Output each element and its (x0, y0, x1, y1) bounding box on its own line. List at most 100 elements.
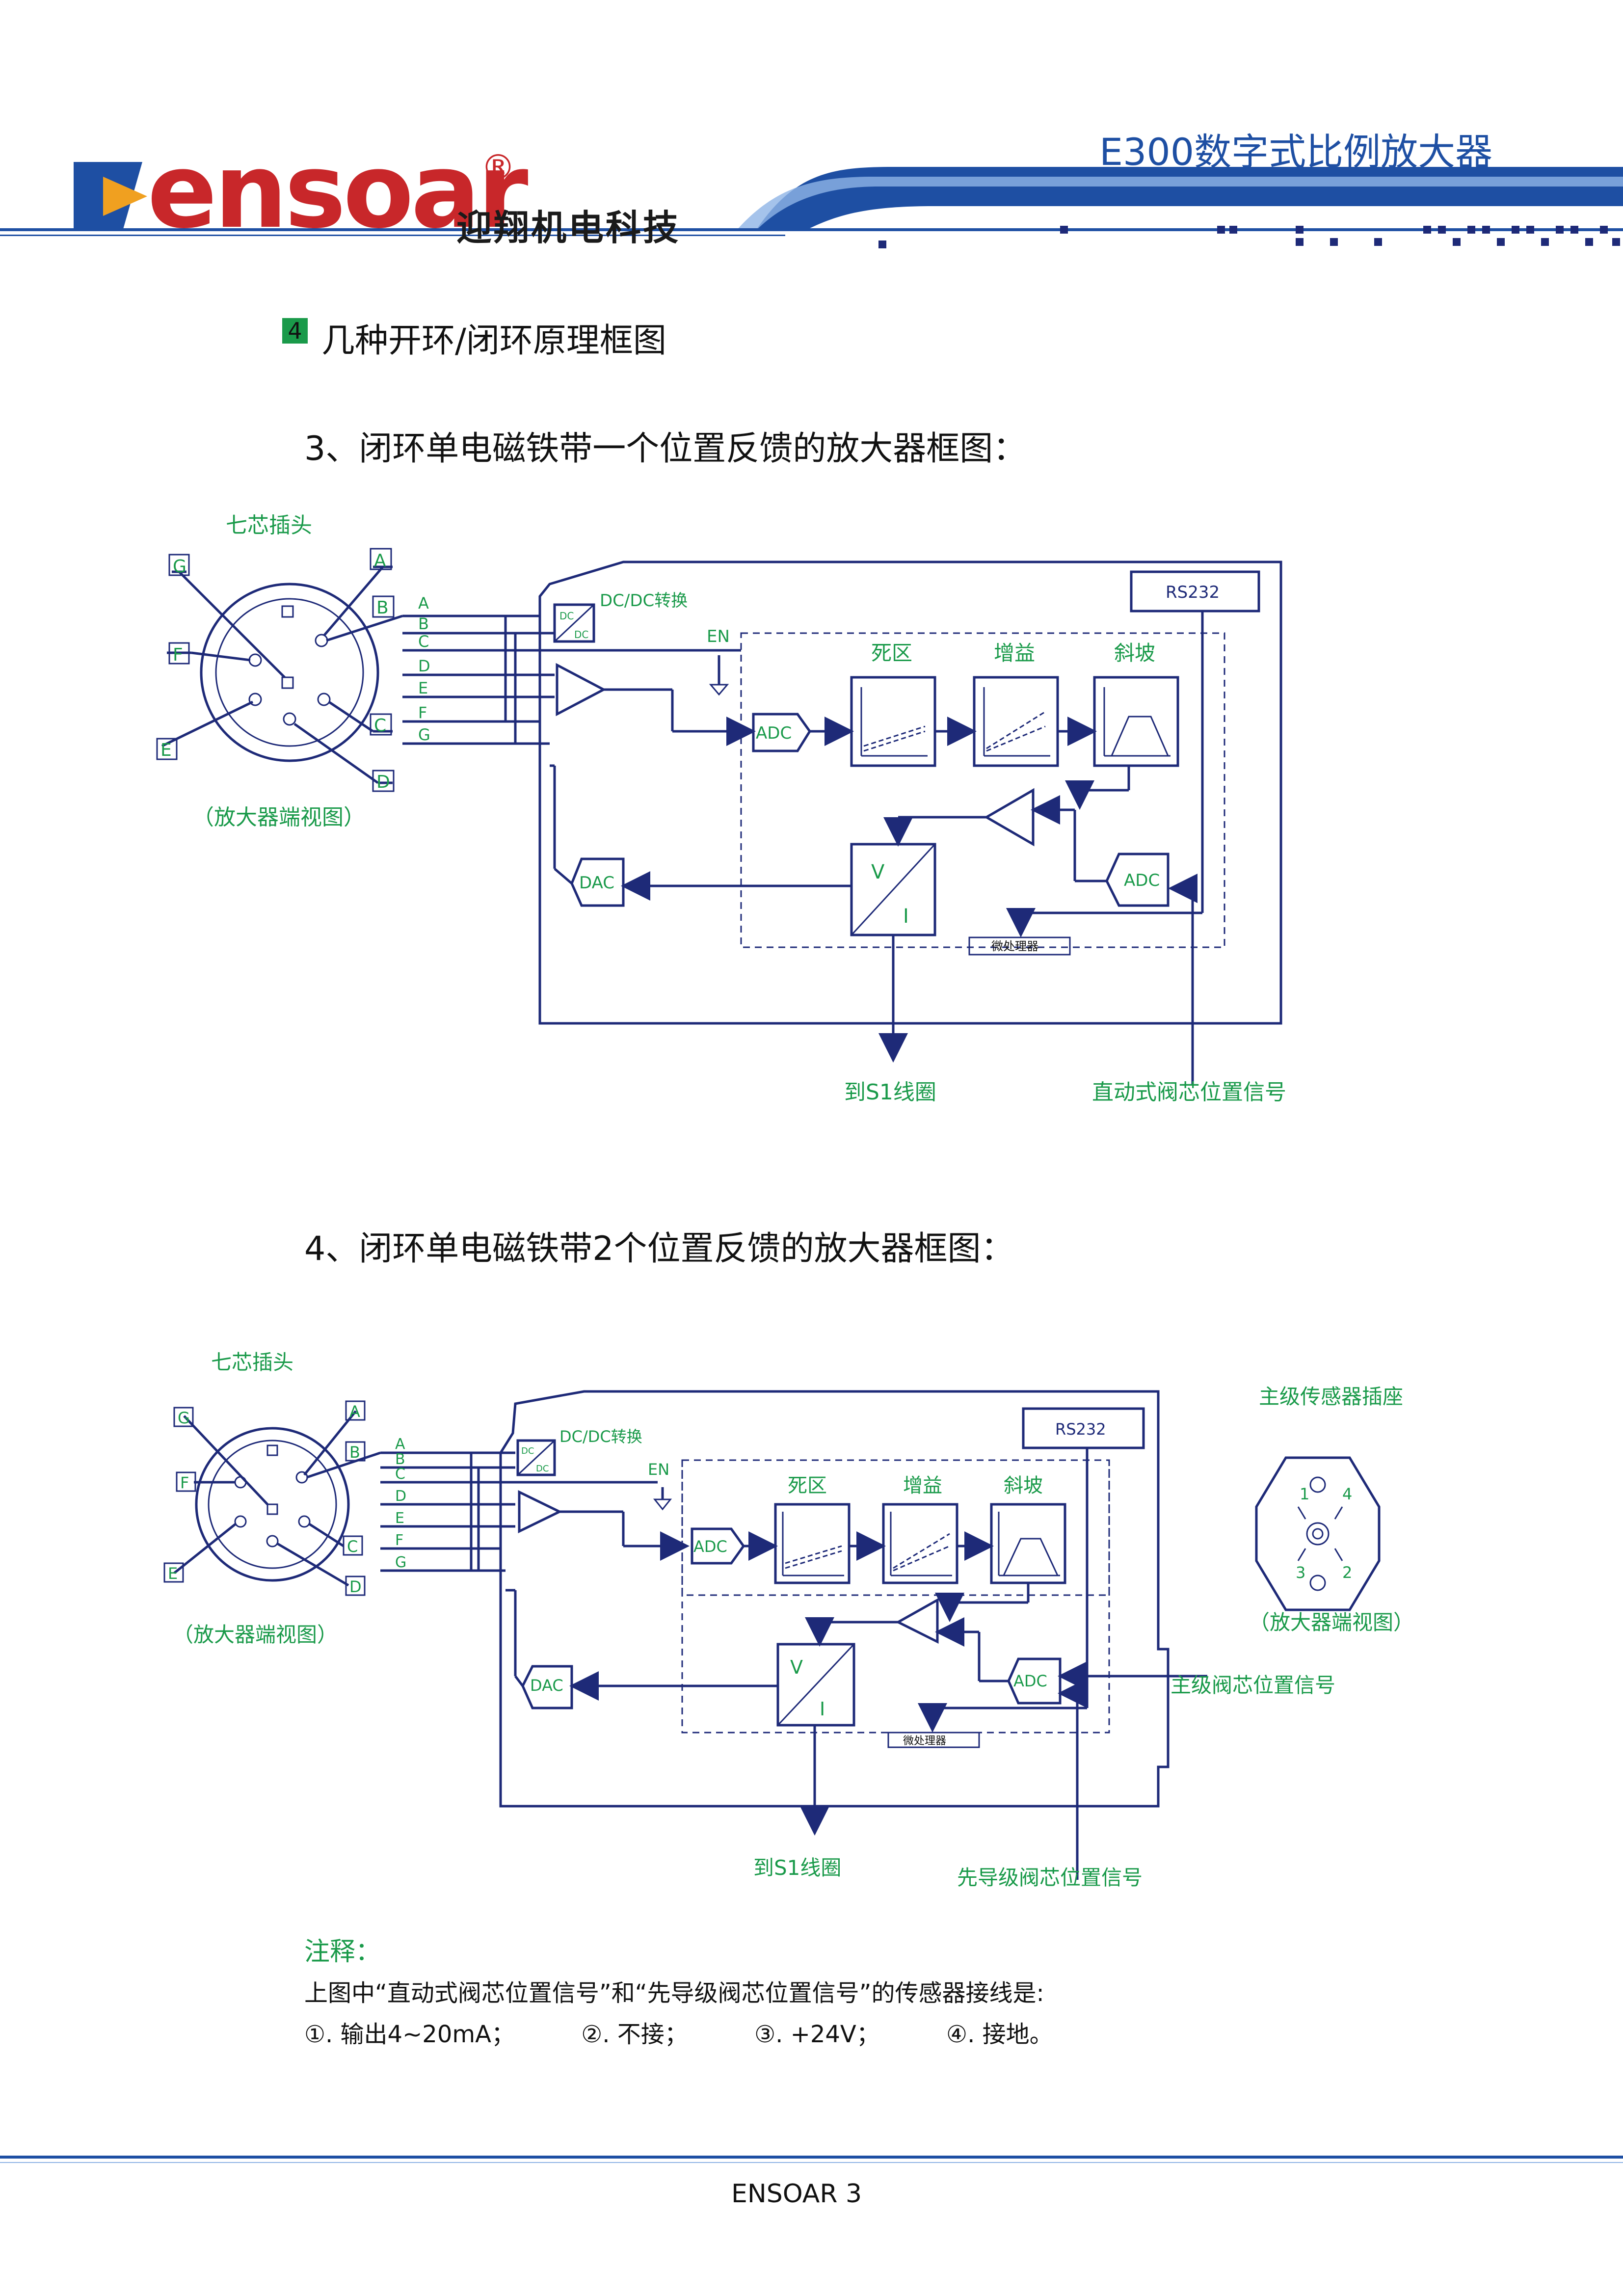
dac-block (570, 857, 625, 907)
dead-zone-block (774, 1503, 851, 1584)
diagram3: 七芯插头 （放大器端视图） G A B F C E D A B C D E F … (156, 513, 1286, 1105)
header-graphic (0, 162, 1623, 248)
pin-label-g: G (173, 557, 186, 577)
mcu-box (968, 936, 1071, 956)
plug-caption: （放大器端视图） (192, 805, 365, 830)
line-label-b: B (418, 614, 429, 633)
logo-company-name: 迎翔机电科技 (456, 207, 681, 248)
ramp-label: 斜坡 (1004, 1474, 1043, 1497)
document-title: E300数字式比例放大器 (1099, 130, 1493, 174)
notes-line: 上图中“直动式阀芯位置信号”和“先导级阀芯位置信号”的传感器接线是: (304, 1979, 1044, 2007)
dead-zone-label: 死区 (871, 641, 912, 665)
en-label: EN (648, 1460, 669, 1479)
notes-items: ①. 输出4~20mA； ②. 不接； ③. +24V； ④. 接地。 (304, 2014, 1053, 2055)
pin-label-a: A (374, 551, 386, 571)
microprocessor-boundary (740, 632, 1225, 948)
socket-pin-1: 1 (1300, 1485, 1309, 1503)
to-coil-label: 到S1线圈 (753, 1856, 841, 1880)
line-label-g: G (395, 1554, 406, 1571)
dac-label: DAC (530, 1676, 563, 1695)
pin-label-b: B (376, 598, 389, 618)
pin-label-c: C (347, 1537, 358, 1556)
socket-caption: （放大器端视图） (1249, 1610, 1414, 1634)
socket-pin-4: 4 (1342, 1485, 1352, 1503)
diagram3-title: 3、闭环单电磁铁带一个位置反馈的放大器框图： (304, 429, 1027, 468)
note-item-3: ③. +24V； (754, 2021, 880, 2048)
plug-circle (195, 1427, 350, 1582)
sensor-socket-outline (1255, 1456, 1381, 1611)
dcdc-label: DC/DC转换 (559, 1427, 642, 1446)
i-label: I (903, 905, 909, 928)
pin-label-b: B (349, 1443, 360, 1462)
header-swoosh (756, 167, 1623, 231)
dcdc-label: DC/DC转换 (600, 591, 688, 611)
dcdc-box (516, 1439, 556, 1476)
socket-title: 主级传感器插座 (1259, 1385, 1403, 1409)
feedback-adc (1105, 853, 1170, 907)
note-item-1: ①. 输出4~20mA； (304, 2021, 515, 2048)
line-label-f: F (395, 1532, 403, 1549)
amplifier-enclosure (538, 561, 1282, 1025)
pin-label-c: C (374, 716, 386, 736)
plug-title: 七芯插头 (211, 1350, 293, 1374)
notes-heading: 注释： (304, 1937, 381, 1967)
v-label: V (871, 861, 885, 883)
input-opamp (556, 663, 607, 717)
main-feedback-label: 主级阀芯位置信号 (1171, 1673, 1335, 1697)
gain-label: 增益 (994, 641, 1035, 665)
section-number-box: 4 (282, 318, 308, 344)
rs232-box (1130, 570, 1260, 613)
gain-label: 增益 (903, 1474, 942, 1497)
socket-pin-3: 3 (1296, 1563, 1305, 1582)
input-opamp (518, 1490, 562, 1534)
mcu-label: 微处理器 (903, 1735, 946, 1747)
pin-label-f: F (173, 645, 183, 665)
feedback-adc (1007, 1657, 1062, 1705)
dac-label: DAC (579, 873, 614, 893)
dc-label-bottom: DC (574, 629, 588, 641)
ramp-block (1093, 676, 1179, 767)
header-dots (878, 226, 1620, 248)
pin-label-a: A (349, 1402, 360, 1421)
dead-zone-block (850, 676, 936, 767)
plug-caption: （放大器端视图） (173, 1623, 338, 1647)
dc-label-top: DC (559, 610, 574, 622)
line-label-g: G (418, 725, 430, 744)
error-opamp (984, 788, 1035, 847)
pin-label-e: E (160, 740, 172, 760)
notes: 注释： 上图中“直动式阀芯位置信号”和“先导级阀芯位置信号”的传感器接线是: ①… (304, 1931, 1053, 2055)
footer-rule (0, 2156, 1623, 2159)
note-item-2: ②. 不接； (581, 2021, 688, 2048)
line-label-a: A (395, 1436, 405, 1453)
mcu-box (887, 1732, 980, 1748)
input-adc (752, 713, 812, 752)
to-coil-label: 到S1线圈 (844, 1080, 936, 1105)
microprocessor-boundary (681, 1460, 1110, 1734)
amplifier-enclosure (499, 1390, 1170, 1808)
pin-label-e: E (168, 1564, 178, 1583)
i-label: I (820, 1698, 825, 1720)
feedback-adc-label: ADC (1124, 871, 1160, 890)
diagram4-title: 4、闭环单电磁铁带2个位置反馈的放大器框图： (304, 1229, 1014, 1268)
error-opamp (895, 1598, 939, 1644)
dac-block (521, 1665, 573, 1709)
footer-page-label: ENSOAR 3 (731, 2179, 862, 2209)
plug-title: 七芯插头 (226, 513, 312, 538)
note-item-4: ④. 接地。 (946, 2021, 1053, 2048)
line-label-c: C (395, 1466, 405, 1483)
logo-mark-icon (74, 162, 147, 231)
ramp-block (990, 1503, 1066, 1584)
line-label-d: D (418, 657, 430, 675)
dcdc-box (553, 603, 595, 643)
section-number: 4 (288, 318, 302, 344)
line-label-f: F (418, 703, 427, 722)
pin-label-f: F (180, 1473, 189, 1492)
socket-pin-2: 2 (1342, 1563, 1352, 1582)
rs232-label: RS232 (1166, 583, 1220, 602)
ramp-label: 斜坡 (1114, 641, 1155, 665)
line-label-c: C (418, 632, 429, 651)
gain-block (882, 1503, 958, 1584)
adc-label: ADC (756, 723, 792, 743)
input-adc (691, 1527, 745, 1565)
gain-block (973, 676, 1059, 767)
